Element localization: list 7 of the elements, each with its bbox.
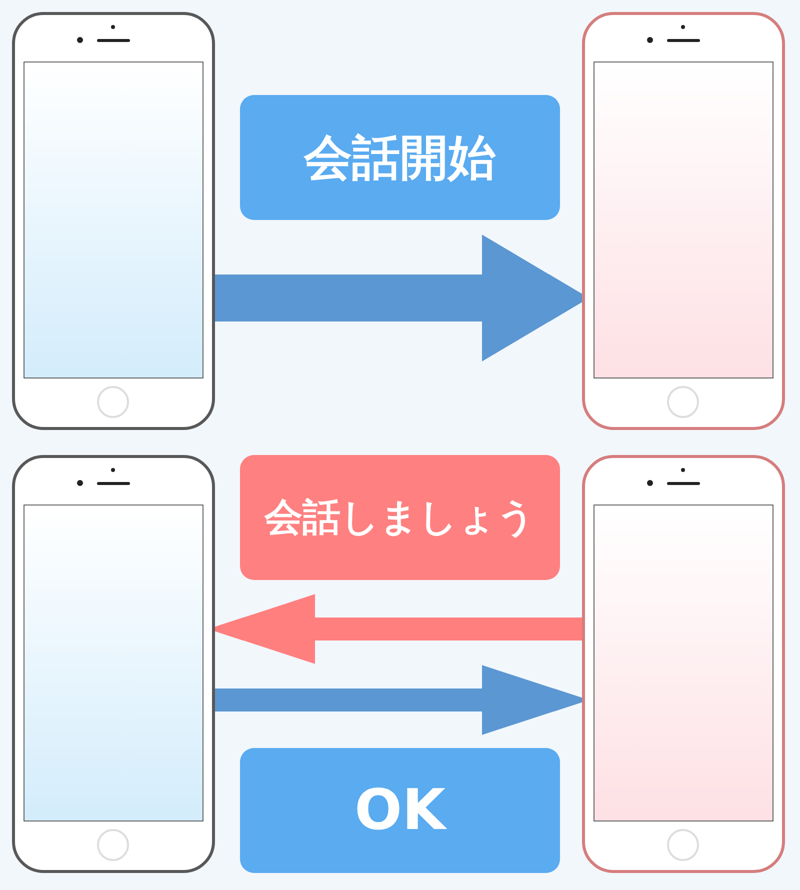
smartphone-drawing	[12, 12, 215, 430]
message-banner: 会話開始	[240, 95, 560, 220]
smartphone-drawing	[12, 455, 215, 873]
message-banner: 会話しましょう	[240, 455, 560, 580]
smartphone-drawing	[582, 455, 785, 873]
smartphone-drawing	[582, 12, 785, 430]
message-banner: OK	[240, 748, 560, 873]
